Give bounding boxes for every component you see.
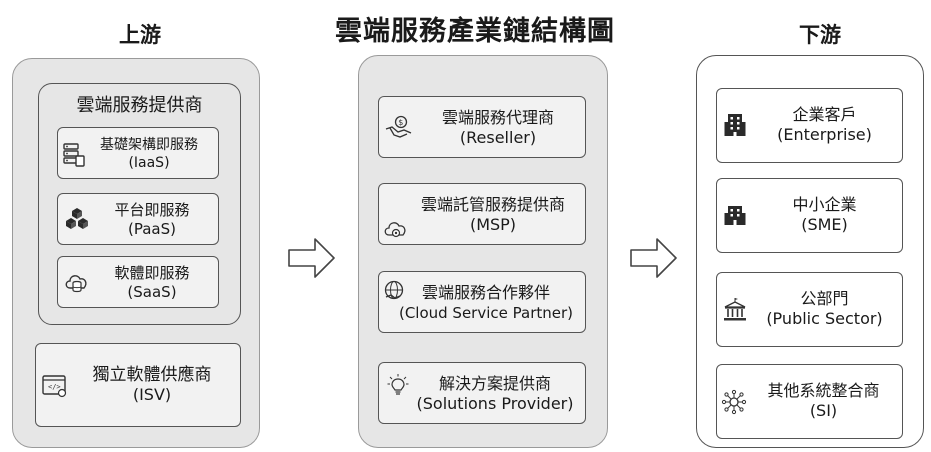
saas-sub: (SaaS) bbox=[127, 283, 177, 301]
handshake-dollar-icon: $ bbox=[385, 115, 412, 138]
iaas-box: 基礎架構即服務 (IaaS) bbox=[57, 127, 219, 179]
si-box: 其他系統整合商 (SI) bbox=[716, 364, 903, 439]
code-window-icon: </> bbox=[42, 375, 67, 398]
sme-box: 中小企業 (SME) bbox=[716, 178, 903, 253]
csp-box: 雲端服務合作夥伴 (Cloud Service Partner) bbox=[378, 271, 586, 333]
public-sector-label: 公部門 bbox=[800, 289, 849, 308]
svg-text:$: $ bbox=[398, 118, 403, 127]
public-sector-sub: (Public Sector) bbox=[766, 309, 883, 328]
msp-label: 雲端託管服務提供商 bbox=[420, 195, 565, 214]
isv-box: </> 獨立軟體供應商 (ISV) bbox=[35, 343, 241, 427]
msp-sub: (MSP) bbox=[469, 215, 517, 234]
saas-label: 軟體即服務 bbox=[114, 264, 190, 282]
cloud-gear-icon bbox=[384, 222, 406, 238]
reseller-label: 雲端服務代理商 bbox=[441, 108, 554, 127]
upstream-header: 上游 bbox=[119, 23, 161, 47]
right-arrow-icon bbox=[630, 238, 677, 278]
si-label: 其他系統整合商 bbox=[767, 381, 880, 400]
server-icon bbox=[63, 143, 85, 167]
lightbulb-icon bbox=[387, 374, 409, 395]
small-building-icon bbox=[724, 206, 746, 225]
enterprise-box: 企業客戶 (Enterprise) bbox=[716, 88, 903, 163]
saas-box: 軟體即服務 (SaaS) bbox=[57, 256, 219, 308]
paas-sub: (PaaS) bbox=[128, 220, 176, 238]
sme-label: 中小企業 bbox=[792, 195, 857, 214]
solutions-label: 解決方案提供商 bbox=[438, 374, 551, 393]
stacked-cubes-icon bbox=[66, 208, 88, 229]
enterprise-sub: (Enterprise) bbox=[777, 125, 872, 144]
iaas-label: 基礎架構即服務 bbox=[100, 137, 198, 153]
government-building-icon bbox=[724, 298, 746, 321]
reseller-sub: (Reseller) bbox=[459, 128, 537, 147]
enterprise-label: 企業客戶 bbox=[792, 105, 857, 124]
iaas-sub: (IaaS) bbox=[128, 155, 170, 171]
paas-label: 平台即服務 bbox=[114, 201, 190, 219]
solutions-sub: (Solutions Provider) bbox=[416, 394, 574, 413]
solutions-box: 解決方案提供商 (Solutions Provider) bbox=[378, 362, 586, 424]
isv-label: 獨立軟體供應商 bbox=[92, 365, 212, 385]
paas-box: 平台即服務 (PaaS) bbox=[57, 193, 219, 245]
sme-sub: (SME) bbox=[801, 215, 848, 234]
downstream-header: 下游 bbox=[799, 23, 841, 47]
isv-sub: (ISV) bbox=[132, 385, 172, 404]
globe-handshake-icon bbox=[384, 280, 404, 300]
public-sector-box: 公部門 (Public Sector) bbox=[716, 272, 903, 347]
si-sub: (SI) bbox=[809, 401, 838, 420]
diagram-title: 雲端服務產業鏈結構圖 bbox=[335, 15, 615, 47]
csp-sub: (Cloud Service Partner) bbox=[398, 304, 574, 322]
csp-label: 雲端服務合作夥伴 bbox=[421, 283, 550, 302]
cloud-database-icon bbox=[65, 275, 87, 293]
network-nodes-icon bbox=[721, 389, 747, 415]
msp-box: 雲端託管服務提供商 (MSP) bbox=[378, 183, 586, 245]
cloud-provider-group-title: 雲端服務提供商 bbox=[76, 95, 203, 116]
reseller-box: $ 雲端服務代理商 (Reseller) bbox=[378, 96, 586, 158]
right-arrow-icon bbox=[288, 238, 335, 278]
office-building-icon bbox=[724, 114, 746, 136]
svg-text:</>: </> bbox=[48, 383, 61, 391]
